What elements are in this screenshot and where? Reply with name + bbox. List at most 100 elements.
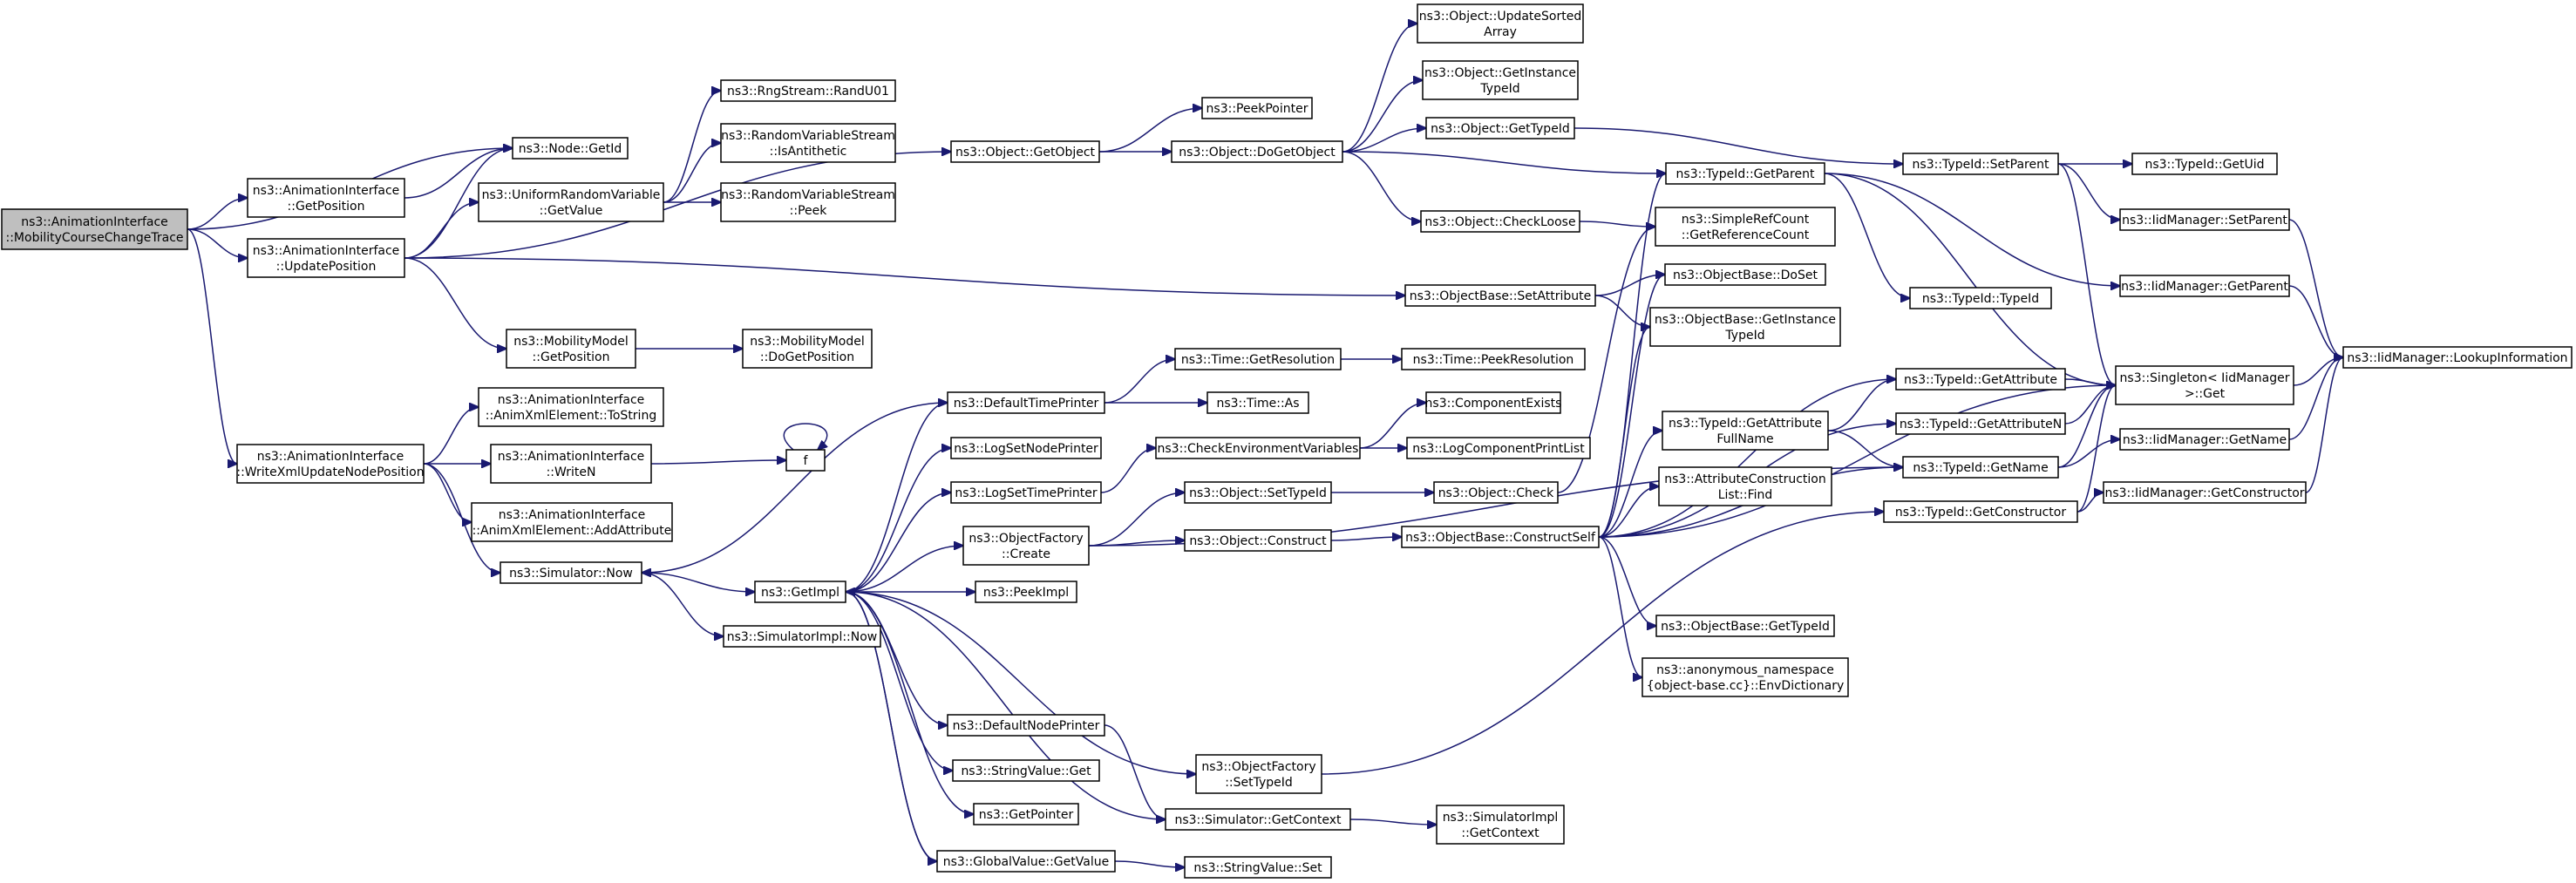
node-ns3-randomvariablestream-isantithetic[interactable]: ns3::RandomVariableStream::IsAntithetic	[720, 123, 896, 163]
node-ns3-typeid-getattribute[interactable]: ns3::TypeId::GetAttribute	[1895, 368, 2066, 391]
node-ns3-uniformrandomvariable-getvalue[interactable]: ns3::UniformRandomVariable::GetValue	[478, 182, 664, 222]
node-label-line: ns3::RandomVariableStream	[721, 188, 895, 202]
node-ns3-rngstream-randu01[interactable]: ns3::RngStream::RandU01	[720, 79, 896, 102]
edge-objBaseConstructSelf-to-aclFind	[1598, 486, 1659, 538]
node-ns3-iidmanager-getconstructor[interactable]: ns3::IidManager::GetConstructor	[2103, 481, 2307, 504]
node-ns3-simplerefcount-getreferencecount[interactable]: ns3::SimpleRefCount::GetReferenceCount	[1655, 207, 1836, 247]
node-label-line: ns3::Singleton< IidManager	[2120, 371, 2290, 385]
node-ns3-mobilitymodel-dogetposition[interactable]: ns3::MobilityModel::DoGetPosition	[742, 329, 873, 369]
node-ns3-stringvalue-get[interactable]: ns3::StringValue::Get	[952, 759, 1100, 782]
node-label-line: ns3::GlobalValue::GetValue	[943, 855, 1109, 869]
node-ns3-object-check[interactable]: ns3::Object::Check	[1433, 481, 1559, 504]
node-label-line: ns3::ObjectBase::DoSet	[1673, 268, 1818, 282]
node-f[interactable]: f	[785, 449, 826, 472]
node-ns3-objectbase-gettypeid[interactable]: ns3::ObjectBase::GetTypeId	[1655, 615, 1835, 637]
node-label-line: ns3::ObjectBase::GetInstance	[1655, 313, 1836, 327]
node-ns3-simulator-now[interactable]: ns3::Simulator::Now	[500, 561, 642, 584]
node-ns3-node-getid[interactable]: ns3::Node::GetId	[512, 137, 629, 160]
node-ns3-typeid-getconstructor[interactable]: ns3::TypeId::GetConstructor	[1883, 500, 2078, 523]
node-ns3-iidmanager-setparent[interactable]: ns3::IidManager::SetParent	[2119, 208, 2290, 231]
node-ns3-logcomponentprintlist[interactable]: ns3::LogComponentPrintList	[1406, 437, 1591, 459]
node-label-line: ns3::RandomVariableStream	[721, 129, 895, 143]
node-ns3-typeid-setparent[interactable]: ns3::TypeId::SetParent	[1902, 153, 2059, 175]
node-ns3-simulatorimpl-now[interactable]: ns3::SimulatorImpl::Now	[723, 625, 881, 648]
node-ns3-logsetnodeprinter[interactable]: ns3::LogSetNodePrinter	[950, 437, 1102, 459]
node-ns3-typeid-getattributen[interactable]: ns3::TypeId::GetAttributeN	[1895, 412, 2066, 435]
node-ns3-peekimpl[interactable]: ns3::PeekImpl	[975, 581, 1077, 603]
node-label-line: ns3::ObjectBase::GetTypeId	[1661, 620, 1830, 634]
node-label-line: ns3::ObjectFactory	[969, 532, 1083, 546]
node-ns3-defaultnodeprinter[interactable]: ns3::DefaultNodePrinter	[947, 714, 1105, 737]
node-box	[1902, 153, 2059, 175]
node-ns3-globalvalue-getvalue[interactable]: ns3::GlobalValue::GetValue	[936, 850, 1116, 873]
node-label-line: ::AnimXmlElement::AddAttribute	[472, 524, 672, 538]
node-ns3-time-peekresolution[interactable]: ns3::Time::PeekResolution	[1401, 348, 1586, 370]
node-box	[723, 625, 881, 648]
node-label-line: Array	[1484, 25, 1517, 39]
node-ns3-stringvalue-set[interactable]: ns3::StringValue::Set	[1184, 856, 1332, 879]
node-label-line: ns3::AnimationInterface	[253, 244, 400, 258]
node-ns3-animationinterface-animxmlelement-tostring[interactable]: ns3::AnimationInterface::AnimXmlElement:…	[478, 387, 664, 427]
node-ns3-typeid-typeid[interactable]: ns3::TypeId::TypeId	[1909, 287, 2052, 309]
node-ns3-object-getobject[interactable]: ns3::Object::GetObject	[950, 140, 1100, 163]
node-box	[720, 79, 896, 102]
edge-objDoGetObject-to-tidGetParent	[1342, 151, 1666, 173]
node-box	[742, 329, 873, 369]
node-ns3-iidmanager-lookupinformation[interactable]: ns3::IidManager::LookupInformation	[2342, 346, 2573, 369]
node-ns3-animationinterface-writexmlupdatenodeposition[interactable]: ns3::AnimationInterface::WriteXmlUpdateN…	[236, 444, 425, 484]
node-ns3-animationinterface-mobilitycoursechangetrace[interactable]: ns3::AnimationInterface::MobilityCourseC…	[1, 208, 188, 250]
node-box	[490, 444, 652, 484]
node-ns3-objectbase-doset[interactable]: ns3::ObjectBase::DoSet	[1664, 263, 1826, 286]
node-ns3-iidmanager-getname[interactable]: ns3::IidManager::GetName	[2119, 428, 2290, 451]
node-ns3-object-dogetobject[interactable]: ns3::Object::DoGetObject	[1171, 140, 1343, 163]
node-ns3-typeid-getname[interactable]: ns3::TypeId::GetName	[1902, 456, 2059, 479]
node-label-line: ns3::TypeId::TypeId	[1922, 292, 2039, 306]
edge-getImpl-to-objFactCreate	[845, 546, 963, 593]
node-ns3-getpointer[interactable]: ns3::GetPointer	[973, 803, 1079, 825]
node-ns3-typeid-getuid[interactable]: ns3::TypeId::GetUid	[2131, 153, 2278, 175]
node-ns3-object-construct[interactable]: ns3::Object::Construct	[1184, 529, 1332, 552]
node-ns3-getimpl[interactable]: ns3::GetImpl	[754, 581, 846, 603]
node-ns3-objectfactory-create[interactable]: ns3::ObjectFactory::Create	[962, 526, 1090, 566]
node-box	[2131, 153, 2278, 175]
node-ns3-simulator-getcontext[interactable]: ns3::Simulator::GetContext	[1165, 808, 1351, 831]
node-ns3-singleton-iidmanager-get[interactable]: ns3::Singleton< IidManager>::Get	[2115, 365, 2294, 405]
node-ns3-animationinterface-updateposition[interactable]: ns3::AnimationInterface::UpdatePosition	[247, 238, 405, 278]
node-ns3-peekpointer[interactable]: ns3::PeekPointer	[1201, 97, 1313, 119]
node-ns3-simulatorimpl-getcontext[interactable]: ns3::SimulatorImpl::GetContext	[1436, 805, 1565, 845]
node-label-line: ns3::StringValue::Set	[1193, 861, 1322, 875]
node-ns3-logsettimeprinter[interactable]: ns3::LogSetTimePrinter	[950, 481, 1102, 504]
node-ns3-objectbase-constructself[interactable]: ns3::ObjectBase::ConstructSelf	[1401, 526, 1600, 548]
node-ns3-objectfactory-settypeid[interactable]: ns3::ObjectFactory::SetTypeId	[1195, 754, 1322, 794]
node-ns3-checkenvironmentvariables[interactable]: ns3::CheckEnvironmentVariables	[1155, 437, 1361, 459]
node-ns3-componentexists[interactable]: ns3::ComponentExists	[1425, 391, 1562, 414]
node-ns3-anonymous-namespace-object-base-cc-envdictionary[interactable]: ns3::anonymous_namespace{object-base.cc}…	[1641, 657, 1849, 697]
node-ns3-object-gettypeid[interactable]: ns3::Object::GetTypeId	[1425, 117, 1575, 139]
edge-objCheckLoose-to-srcGetRefCount	[1579, 221, 1655, 227]
node-label-line: ::AnimXmlElement::ToString	[486, 409, 656, 423]
node-ns3-defaulttimeprinter[interactable]: ns3::DefaultTimePrinter	[947, 391, 1105, 414]
node-ns3-randomvariablestream-peek[interactable]: ns3::RandomVariableStream::Peek	[720, 182, 896, 222]
node-ns3-typeid-getparent[interactable]: ns3::TypeId::GetParent	[1665, 162, 1825, 185]
node-ns3-time-getresolution[interactable]: ns3::Time::GetResolution	[1174, 348, 1342, 370]
node-ns3-animationinterface-getposition[interactable]: ns3::AnimationInterface::GetPosition	[247, 178, 405, 218]
node-label-line: ns3::CheckEnvironmentVariables	[1158, 442, 1359, 456]
node-ns3-object-checkloose[interactable]: ns3::Object::CheckLoose	[1420, 210, 1580, 233]
node-ns3-objectbase-setattribute[interactable]: ns3::ObjectBase::SetAttribute	[1404, 284, 1596, 307]
edge-urvGetValue-to-rvsIsAnti	[663, 143, 721, 203]
node-ns3-time-as[interactable]: ns3::Time::As	[1206, 391, 1309, 414]
node-ns3-animationinterface-writen[interactable]: ns3::AnimationInterface::WriteN	[490, 444, 652, 484]
node-label-line: ns3::TypeId::GetAttribute	[1669, 417, 1822, 431]
node-box	[1909, 287, 2052, 309]
edge-objDoGetObject-to-objCheckLoose	[1342, 151, 1421, 221]
node-ns3-object-settypeid[interactable]: ns3::Object::SetTypeId	[1184, 481, 1332, 504]
edge-iidGetConstructor-to-iidLookupInfo	[2305, 357, 2343, 493]
node-ns3-animationinterface-animxmlelement-addattribute[interactable]: ns3::AnimationInterface::AnimXmlElement:…	[471, 502, 673, 542]
node-ns3-mobilitymodel-getposition[interactable]: ns3::MobilityModel::GetPosition	[506, 329, 636, 369]
node-ns3-iidmanager-getparent[interactable]: ns3::IidManager::GetParent	[2119, 275, 2290, 297]
